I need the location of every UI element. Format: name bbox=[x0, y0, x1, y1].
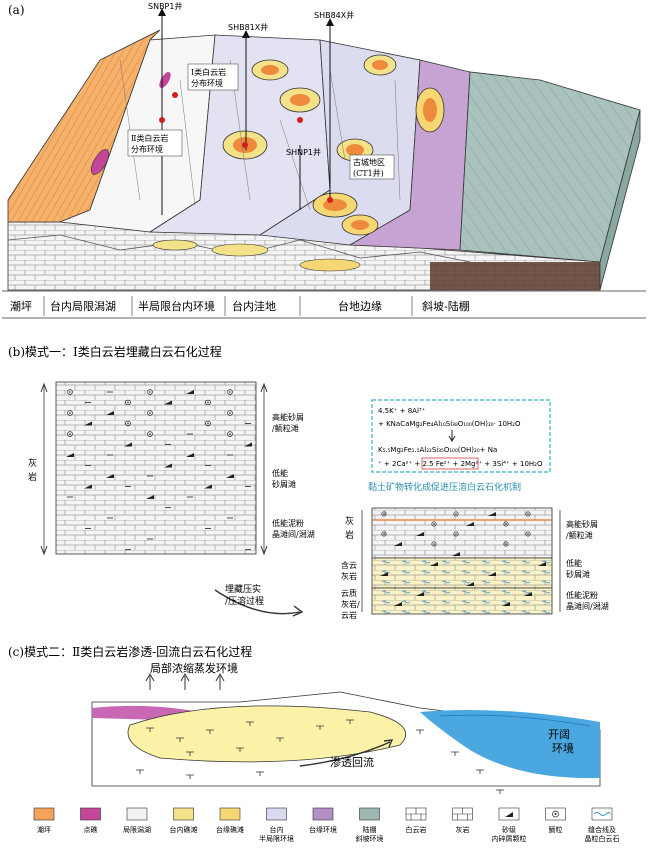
well-label-shb81x: SHB81X井 bbox=[228, 22, 268, 32]
legend-label: 白云岩 bbox=[406, 825, 427, 834]
evap-label: 局部浓缩蒸发环境 bbox=[150, 661, 238, 675]
slope-zone bbox=[459, 71, 641, 263]
svg-text:含云: 含云 bbox=[341, 560, 357, 570]
well-label-shb84x: SHB84X井 bbox=[314, 10, 354, 20]
svg-text:高能砂屑: 高能砂屑 bbox=[566, 519, 598, 529]
svg-text:云岩: 云岩 bbox=[341, 610, 357, 620]
svg-text:Ⅱ类白云岩: Ⅱ类白云岩 bbox=[131, 133, 168, 143]
svg-text:低能: 低能 bbox=[566, 558, 582, 568]
svg-text:低能泥粉: 低能泥粉 bbox=[566, 590, 598, 600]
dolomite-column-right bbox=[371, 507, 553, 615]
svg-text:砂屑滩: 砂屑滩 bbox=[566, 569, 590, 579]
svg-text:K₅.₅Mg₂Fe₁.₅Al₂₂Si₃₅O₁₀₀(OH)₂₀: K₅.₅Mg₂Fe₁.₅Al₂₂Si₃₅O₁₀₀(OH)₂₀+ Na bbox=[378, 446, 497, 454]
legend-label: 晶粒白云石 bbox=[585, 834, 620, 843]
reaction-box: 4.5K⁺ + 8Al³⁺ + KNaCaMg₂Fe₄Al₁₀Si₃₈O₁₀₀(… bbox=[371, 399, 551, 473]
left-axis-char-1: 灰 bbox=[28, 457, 37, 469]
legend-label: 灰岩 bbox=[456, 825, 470, 834]
svg-text:/鲕粒滩: /鲕粒滩 bbox=[566, 530, 593, 540]
legend-item: 鲕粒 bbox=[545, 807, 566, 834]
legend-label: 台缘环境 bbox=[309, 825, 337, 834]
well-label-shnp1: SHNP1井 bbox=[286, 147, 321, 157]
legend-item: 点礁 bbox=[80, 807, 101, 834]
legend-label: 砂级 bbox=[502, 825, 516, 834]
left-axis-char-2: 岩 bbox=[28, 471, 37, 483]
svg-text:/鲕粒滩: /鲕粒滩 bbox=[272, 423, 299, 433]
svg-text:低能: 低能 bbox=[272, 468, 288, 478]
svg-text:+ KNaCaMg₂Fe₄Al₁₀Si₃₈O₁₀₀(OH)₂: + KNaCaMg₂Fe₄Al₁₀Si₃₈O₁₀₀(OH)₂₀· 10H₂O bbox=[378, 420, 521, 428]
process-arrow bbox=[214, 589, 301, 615]
panel-a-label: (a) bbox=[8, 3, 25, 17]
svg-text:高能砂屑: 高能砂屑 bbox=[272, 412, 304, 422]
zone-semi-restricted: 半局限台内环境 bbox=[138, 299, 215, 313]
svg-text:灰岩/: 灰岩/ bbox=[341, 599, 360, 609]
open-label-1: 开阔 bbox=[548, 728, 570, 741]
svg-text:埋藏压实: 埋藏压实 bbox=[225, 583, 261, 595]
legend-item: 台缘环境 bbox=[309, 807, 337, 834]
svg-text:分布环境: 分布环境 bbox=[191, 78, 223, 88]
svg-text:4.5K⁺ + 8Al³⁺: 4.5K⁺ + 8Al³⁺ bbox=[378, 407, 426, 415]
legend-label: 半局限环境 bbox=[259, 834, 294, 843]
zone-slope-shelf: 斜坡-陆棚 bbox=[422, 299, 470, 313]
callout-area: 古城地区 (CT1井) bbox=[349, 154, 395, 180]
svg-text:晶滩间/潟湖: 晶滩间/潟湖 bbox=[272, 529, 315, 539]
panel-c-title: (c)模式二：Ⅱ类白云岩渗透-回流白云石化过程 bbox=[8, 644, 252, 659]
legend-item: 白云岩 bbox=[406, 807, 427, 834]
svg-text:分布环境: 分布环境 bbox=[131, 144, 163, 154]
wells bbox=[158, 8, 383, 215]
point-reef bbox=[90, 149, 110, 175]
reflux-diagram bbox=[91, 672, 601, 794]
legend-label: 潮坪 bbox=[37, 825, 51, 834]
legend: 潮坪点礁局限潟湖台内礁滩台缘礁滩台内半局限环境台缘环境陆棚斜坡环境白云岩灰岩砂级… bbox=[33, 807, 620, 843]
legend-label: 斜坡环境 bbox=[356, 834, 384, 843]
block-diagram bbox=[7, 29, 641, 291]
well-label-snbp1: SNBP1井 bbox=[148, 1, 182, 11]
svg-text:晶滩间/潟湖: 晶滩间/潟湖 bbox=[566, 601, 609, 611]
reflux-label: 渗透回流 bbox=[330, 755, 374, 769]
limestone-column-left bbox=[55, 381, 257, 555]
legend-label: 台内礁滩 bbox=[170, 825, 198, 834]
svg-text:低能泥粉: 低能泥粉 bbox=[272, 518, 304, 528]
legend-label: 台内 bbox=[270, 825, 284, 834]
zone-depression: 台内洼地 bbox=[232, 299, 276, 313]
legend-item: 潮坪 bbox=[33, 807, 55, 834]
zone-restricted-lagoon: 台内局限潟湖 bbox=[50, 299, 116, 313]
zone-tidal-flat: 潮坪 bbox=[10, 299, 32, 313]
legend-item: 台内礁滩 bbox=[170, 807, 198, 834]
callout-type1: Ⅰ类白云岩 分布环境 bbox=[187, 63, 239, 91]
legend-item: 灰岩 bbox=[452, 807, 473, 834]
legend-label: 局限潟湖 bbox=[123, 825, 151, 834]
zone-labels: 潮坪 台内局限潟湖 半局限台内环境 台内洼地 台地边缘 斜坡-陆棚 bbox=[10, 299, 470, 313]
legend-label: 点礁 bbox=[84, 825, 98, 834]
reaction-caption: 黏土矿物转化成促进压溶白云石化机制 bbox=[368, 481, 521, 493]
svg-text:(CT1井): (CT1井) bbox=[353, 168, 384, 178]
legend-item: 台缘礁滩 bbox=[216, 807, 244, 834]
svg-text:灰岩: 灰岩 bbox=[341, 571, 357, 581]
svg-text:砂屑滩: 砂屑滩 bbox=[272, 479, 296, 489]
legend-label: 缝合线及 bbox=[588, 825, 616, 834]
svg-text:/压溶过程: /压溶过程 bbox=[225, 595, 264, 607]
legend-label: 内碎屑颗粒 bbox=[492, 834, 527, 843]
panel-b-title: (b)模式一：Ⅰ类白云岩埋藏白云石化过程 bbox=[8, 344, 222, 359]
callout-type2: Ⅱ类白云岩 分布环境 bbox=[127, 129, 183, 157]
svg-text:岩: 岩 bbox=[345, 529, 354, 541]
legend-label: 台缘礁滩 bbox=[216, 825, 244, 834]
svg-text:灰: 灰 bbox=[345, 515, 354, 527]
legend-item: 局限潟湖 bbox=[123, 807, 151, 834]
open-label-2: 环境 bbox=[552, 741, 574, 755]
svg-text:古城地区: 古城地区 bbox=[353, 157, 385, 167]
legend-label: 陆棚 bbox=[363, 825, 377, 834]
zone-platform-margin: 台地边缘 bbox=[338, 299, 382, 313]
svg-text:Ⅰ类白云岩: Ⅰ类白云岩 bbox=[191, 67, 226, 77]
svg-text:云质: 云质 bbox=[341, 588, 357, 598]
legend-label: 鲕粒 bbox=[549, 825, 563, 834]
svg-text:⁺ + 2Ca²⁺ + 2.5 Fe²⁺ + 2Mg²⁺ +: ⁺ + 2Ca²⁺ + 2.5 Fe²⁺ + 2Mg²⁺ + 3Si⁴⁺ + 1… bbox=[378, 460, 543, 468]
